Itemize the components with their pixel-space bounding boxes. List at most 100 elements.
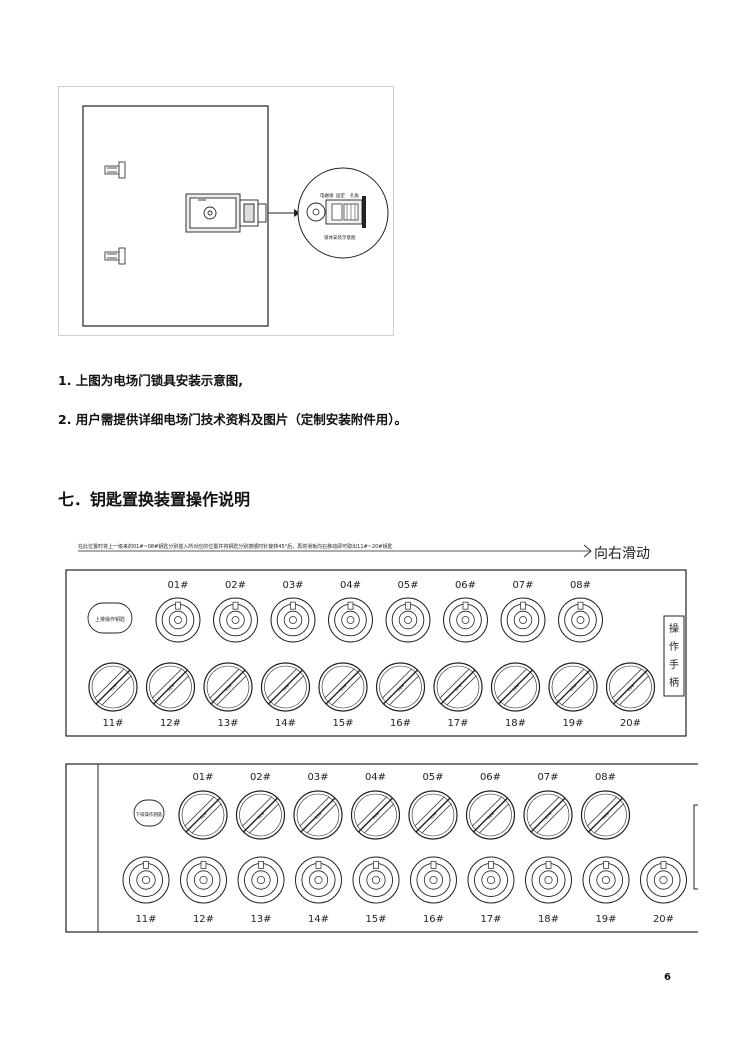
bottom-panel-lower-slot-label: 18# <box>538 914 559 925</box>
bottom-panel-lower-slot-label: 17# <box>480 914 501 925</box>
lock-body <box>185 193 267 233</box>
top-panel-upper-cylinder[interactable] <box>328 597 373 643</box>
bottom-panel-upper-slot-label: 05# <box>422 772 443 783</box>
top-panel-upper-cylinder[interactable] <box>500 597 546 643</box>
key-tag-label: 01# <box>199 810 209 820</box>
door-leaf <box>82 105 269 327</box>
top-panel-upper-cylinder[interactable] <box>558 597 603 643</box>
bottom-panel-lower-slot-label: 13# <box>250 914 271 925</box>
top-panel-key[interactable]: 20# <box>605 662 656 712</box>
top-panel-upper-slot-label: 06# <box>455 580 476 591</box>
detail-label-3: 孔板 <box>350 192 359 199</box>
note-line-1: 1. 上图为电场门锁具安装示意图, <box>58 373 244 388</box>
key-replacement-diagram: 在此位置时将上一级来的01#~08#钥匙分别插入所对应的位置并将钥匙分别按顺时针… <box>65 543 698 933</box>
detail-label-1: 电磁锁 <box>320 192 334 199</box>
bottom-panel-lower-cylinder[interactable] <box>237 856 285 904</box>
bottom-panel-lower-cylinder[interactable] <box>582 856 630 904</box>
top-panel-lower-slot-label: 19# <box>562 718 583 729</box>
slide-direction-label: 向右滑动 <box>594 545 650 562</box>
top-panel-lower-slot-label: 11# <box>102 718 123 729</box>
bottom-panel-lower-cylinder[interactable] <box>352 856 400 904</box>
lock-detail-circle: 电磁锁 固定 孔板 锁体安装示意图 <box>297 167 389 259</box>
note-line-2: 2. 用户需提供详细电场门技术资料及图片（定制安装附件用）。 <box>58 412 408 427</box>
bottom-panel-lower-cylinder[interactable] <box>410 856 457 904</box>
section-title: 七．钥匙置换装置操作说明 <box>58 490 251 509</box>
svg-text:操: 操 <box>669 622 679 635</box>
top-panel-key[interactable]: 16# <box>375 662 426 712</box>
key-tag-label: 18# <box>511 682 521 692</box>
top-panel-upper-cylinder[interactable] <box>443 597 488 643</box>
key-tag-label: 03# <box>314 810 324 820</box>
door-lock-installation-diagram: 电磁锁 固定 孔板 锁体安装示意图 <box>58 86 394 336</box>
top-panel-lower-slot-label: 14# <box>275 718 296 729</box>
top-panel-upper-slot-label: 03# <box>282 580 303 591</box>
top-panel-key[interactable]: 14# <box>260 662 311 712</box>
key-tag-label: 19# <box>569 682 579 692</box>
bottom-panel-lower-cylinder[interactable] <box>467 856 515 904</box>
key-tag-label: 16# <box>396 682 406 692</box>
top-panel-key[interactable]: 19# <box>548 662 598 712</box>
key-tag-label: 15# <box>339 682 349 692</box>
bottom-panel-key[interactable]: 08# <box>580 790 631 840</box>
svg-text:手: 手 <box>669 658 679 671</box>
top-panel-upper-cylinder[interactable] <box>270 597 316 643</box>
bottom-panel-key[interactable]: 03# <box>293 790 343 840</box>
top-panel-key[interactable]: 13# <box>203 662 253 712</box>
top-panel-handle[interactable] <box>663 615 685 697</box>
key-tag-label: 20# <box>626 682 636 692</box>
top-panel-upper-cylinder[interactable] <box>385 597 431 643</box>
bottom-panel-upper-slot-label: 02# <box>250 772 271 783</box>
bottom-panel-lower-cylinder[interactable] <box>295 856 342 904</box>
key-tag-label: 07# <box>544 810 554 820</box>
upper-hinge <box>104 161 126 179</box>
bottom-panel-handle[interactable] <box>693 804 698 890</box>
key-tag-label: 05# <box>429 810 439 820</box>
top-panel-lower-slot-label: 12# <box>160 718 181 729</box>
bottom-panel-key[interactable]: 07# <box>523 790 573 840</box>
bottom-panel-lower-slot-label: 14# <box>308 914 329 925</box>
detail-caption: 锁体安装示意图 <box>324 234 356 241</box>
bottom-panel-lower-cylinder[interactable] <box>525 856 572 904</box>
bottom-panel-lower-slot-label: 12# <box>193 914 214 925</box>
bottom-panel-lower-cylinder[interactable] <box>122 856 170 904</box>
top-panel-key[interactable]: 15# <box>318 662 368 712</box>
bottom-panel-upper-slot-label: 06# <box>480 772 501 783</box>
top-panel-upper-slot-label: 07# <box>512 580 533 591</box>
bottom-panel-lower-slot-label: 16# <box>423 914 444 925</box>
key-tag-label: 14# <box>281 682 291 692</box>
top-panel-lower-slot-label: 20# <box>620 718 641 729</box>
lower-hinge <box>104 247 126 265</box>
top-panel-lower-slot-label: 17# <box>447 718 468 729</box>
top-panel-side-badge <box>87 602 133 634</box>
top-panel-upper-cylinder[interactable] <box>155 597 201 643</box>
top-panel-key[interactable]: 12# <box>145 662 196 712</box>
top-panel-lower-slot-label: 18# <box>505 718 526 729</box>
bottom-panel-key[interactable]: 05# <box>408 790 458 840</box>
top-panel-side-label: 上排操作钥匙 <box>95 616 125 623</box>
bottom-panel-upper-slot-label: 04# <box>365 772 386 783</box>
svg-text:柄: 柄 <box>669 676 679 689</box>
bottom-panel-key[interactable]: 02# <box>235 790 286 840</box>
top-panel-lower-slot-label: 15# <box>332 718 353 729</box>
bottom-panel-key[interactable]: 04# <box>350 790 401 840</box>
key-tag-label: 11# <box>109 682 119 692</box>
top-panel-lower-slot-label: 13# <box>217 718 238 729</box>
bottom-panel-lower-slot-label: 20# <box>653 914 674 925</box>
top-panel-upper-slot-label: 04# <box>340 580 361 591</box>
key-tag-label: 06# <box>486 810 496 820</box>
top-panel-key[interactable]: 17# <box>433 662 483 712</box>
top-panel-key[interactable]: 18# <box>490 662 541 712</box>
bottom-panel-lower-cylinder[interactable] <box>640 856 687 904</box>
key-tag-label: 02# <box>256 810 266 820</box>
top-panel-upper-slot-label: 08# <box>570 580 591 591</box>
top-panel-upper-cylinder[interactable] <box>213 597 258 643</box>
bottom-panel-lower-slot-label: 19# <box>595 914 616 925</box>
bottom-panel-lower-cylinder[interactable] <box>180 856 227 904</box>
bottom-panel-key[interactable]: 06# <box>465 790 516 840</box>
top-panel-upper-slot-label: 05# <box>397 580 418 591</box>
bottom-panel-key[interactable]: 01# <box>178 790 228 840</box>
top-panel-key[interactable]: 11# <box>88 662 138 712</box>
